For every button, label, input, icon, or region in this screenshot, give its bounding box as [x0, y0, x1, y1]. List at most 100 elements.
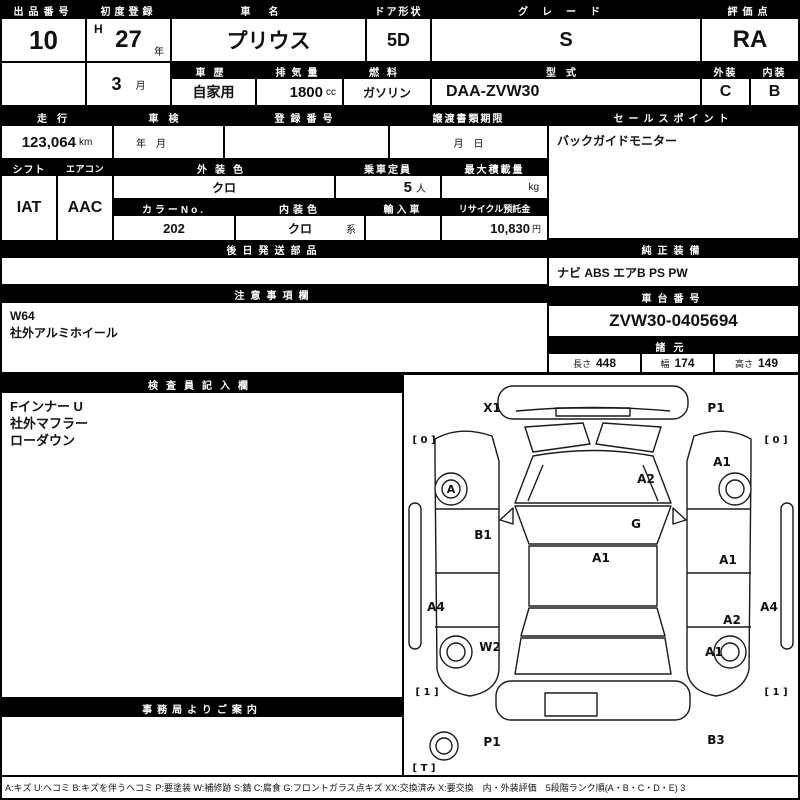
first-reg-value: H 27 年: [87, 19, 170, 61]
inspector-label: 検査員記入欄: [2, 375, 402, 393]
damage-label: A2: [637, 472, 655, 486]
exhibit-empty-cell: [2, 63, 85, 105]
equipment-label: 純正装備: [549, 240, 798, 258]
score-value: RA: [702, 19, 798, 61]
inspector-line: 社外マフラー: [10, 416, 89, 431]
notes-line: W64: [10, 309, 35, 323]
damage-label: P1: [483, 735, 500, 749]
reg-no-label: 登録番号: [225, 108, 388, 126]
damage-label: A1: [592, 551, 610, 565]
damage-diagram: X1 P1 [ 0 ] [ 0 ] A A1 A2 B1 G A1 A1 A4 …: [408, 385, 794, 774]
sales-point-label: セールスポイント: [549, 108, 798, 126]
right-rocker: [780, 502, 794, 650]
license-plate: [544, 692, 598, 717]
mileage-value: 123,064 km: [2, 126, 112, 158]
recycle-deposit-value: 10,830 円: [442, 216, 547, 240]
door-shape-label: ドア形状: [367, 2, 430, 19]
displacement-unit: cc: [326, 86, 336, 98]
recycle-deposit-label: リサイクル預託金: [442, 200, 547, 216]
fuel-label: 燃料: [344, 63, 430, 79]
damage-label: G: [631, 517, 641, 531]
length-value: 448: [595, 356, 617, 370]
capacity-value: 5 人: [336, 176, 440, 198]
car-name-label: 車名: [172, 2, 365, 19]
first-reg-month: 3: [111, 73, 122, 94]
front-left-wheel-hub: [441, 479, 461, 499]
right-headlight: [595, 422, 662, 453]
rear-window: [520, 607, 666, 637]
damage-label: P1: [707, 401, 724, 415]
first-reg-label: 初度登録: [87, 2, 170, 19]
history-value: 自家用: [172, 79, 255, 105]
max-load-value: kg: [442, 176, 547, 198]
later-parts-value: [2, 258, 547, 284]
tire-mark-label: [ 0 ]: [412, 435, 435, 446]
width-value: 174: [674, 356, 695, 370]
rear-bumper: [495, 680, 691, 721]
damage-label: A: [447, 483, 456, 496]
displacement-number: 1800: [289, 83, 323, 101]
right-mirror: [672, 507, 687, 525]
inspector-line: ローダウン: [10, 433, 76, 448]
int-color-suffix: 系: [346, 224, 356, 236]
mileage-number: 123,064: [21, 133, 76, 151]
score-label: 評価点: [702, 2, 798, 19]
office-value: [2, 717, 402, 775]
chassis-label: 車台番号: [549, 288, 798, 306]
tire-mark-label: [ 1 ]: [764, 687, 787, 698]
grade-value: S: [432, 19, 700, 61]
trunk: [514, 637, 672, 675]
int-color-value: クロ 系: [236, 216, 364, 240]
car-outline: [408, 385, 794, 721]
recycle-number: 10,830: [490, 220, 530, 236]
exhibit-no-value: 10: [2, 19, 85, 61]
damage-label: B3: [707, 733, 725, 747]
front-grille: [555, 407, 631, 417]
transfer-deadline-label: 譲渡書類期限: [390, 108, 547, 126]
left-mirror: [499, 507, 514, 525]
left-side-panel: [434, 430, 500, 697]
shift-label: シフト: [2, 160, 56, 176]
door-shape-value: 5D: [367, 19, 430, 61]
hood-creases: [527, 464, 659, 502]
damage-label: A1: [705, 645, 723, 659]
capacity-unit: 人: [416, 183, 426, 195]
exterior-grade-value: C: [702, 79, 749, 105]
mileage-label: 走行: [2, 108, 112, 126]
notes-value: W64 社外アルミホイール: [2, 303, 547, 372]
spec-label: 諸元: [549, 338, 798, 354]
max-load-label: 最大積載量: [442, 160, 547, 176]
mileage-unit: km: [78, 136, 93, 148]
notes-label: 注意事項欄: [2, 286, 547, 303]
ext-color-label: 外装色: [114, 160, 334, 176]
length-label: 長さ: [572, 358, 591, 369]
car-name-value: プリウス: [172, 19, 365, 61]
roof: [528, 545, 658, 607]
first-reg-era: H: [94, 22, 103, 36]
inspector-line: Fインナー U: [10, 399, 83, 414]
damage-label: A1: [719, 553, 737, 567]
damage-label: A2: [723, 613, 741, 627]
later-parts-label: 後日発送部品: [2, 240, 547, 258]
left-headlight: [524, 422, 591, 453]
damage-label: W2: [479, 640, 501, 654]
displacement-label: 排気量: [257, 63, 342, 79]
left-panel-seams: [435, 508, 499, 628]
damage-label: B1: [474, 528, 492, 542]
inspection-label: 車検: [114, 108, 223, 126]
right-panel-seams: [687, 508, 751, 628]
grade-label: グレード: [432, 2, 700, 19]
equipment-value: ナビ ABS エアB PS PW: [549, 258, 798, 286]
shift-value: IAT: [2, 176, 56, 240]
width-label: 幅: [660, 358, 670, 369]
office-label: 事務局よりご案内: [2, 699, 402, 717]
import-car-value: [366, 216, 440, 240]
wheels: [429, 472, 752, 761]
damage-diagram-cell: X1 P1 [ 0 ] [ 0 ] A A1 A2 B1 G A1 A1 A4 …: [404, 375, 798, 775]
first-reg-month-cell: 3 月: [87, 63, 170, 105]
transfer-deadline-value: 月 日: [390, 126, 547, 158]
tire-mark-label: [ T ]: [413, 763, 436, 774]
model-label: 型式: [432, 63, 700, 79]
spec-height: 高さ 149: [713, 354, 798, 372]
notes-line: 社外アルミホイール: [10, 326, 118, 340]
